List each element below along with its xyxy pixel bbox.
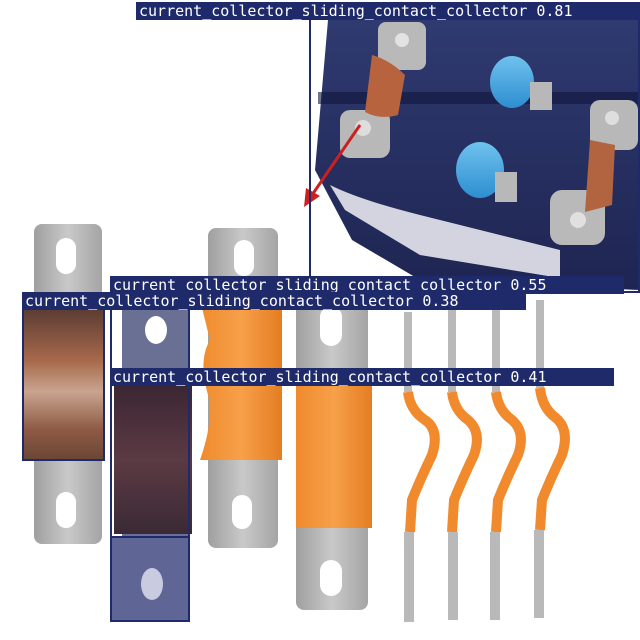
battery-photo bbox=[315, 20, 640, 290]
detection-box-3 bbox=[22, 307, 105, 461]
red-arrow bbox=[304, 124, 362, 207]
busbar-orange-2 bbox=[296, 292, 372, 610]
detection-label-1: current_collector_sliding_contact_collec… bbox=[136, 2, 640, 20]
detection-label-3: current_collector_sliding_contact_collec… bbox=[22, 292, 526, 310]
detection-box-4 bbox=[110, 384, 190, 622]
detection-label-2: current_collector_sliding_contact_collec… bbox=[110, 276, 624, 294]
detection-box-1 bbox=[309, 18, 640, 293]
detection-label-4: current_collector_sliding_contact_collec… bbox=[110, 368, 614, 386]
flex-wires bbox=[403, 300, 570, 622]
